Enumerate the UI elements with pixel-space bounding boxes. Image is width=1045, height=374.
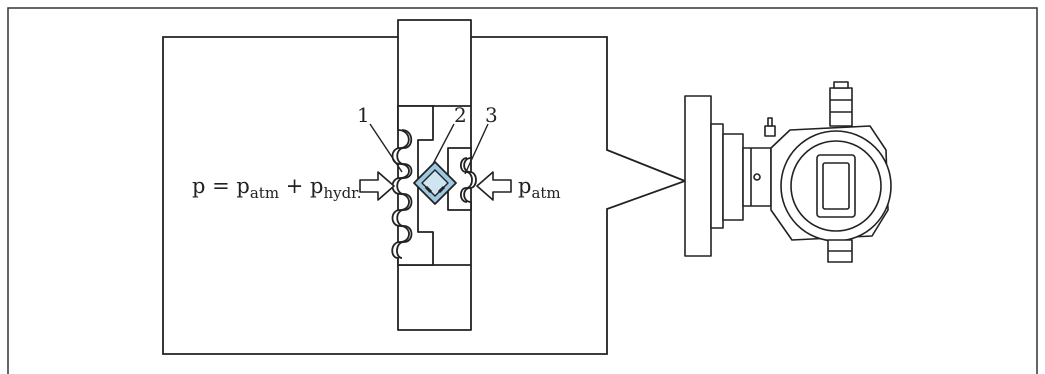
cable-gland <box>829 87 853 127</box>
right-pressure-label: patm <box>518 174 561 202</box>
callout-1: 1 <box>357 103 370 127</box>
right-diaphragm <box>447 147 477 211</box>
outer-frame <box>7 7 1038 374</box>
left-pressure-arrow <box>359 171 395 201</box>
callout-2: 2 <box>454 103 467 127</box>
sensor-cross-section <box>391 19 477 331</box>
left-pressure-label: p = patm + phydr. <box>192 174 361 202</box>
callout-3: 3 <box>485 103 498 127</box>
pressure-transmitter <box>684 81 892 263</box>
callout-leaders <box>369 123 489 175</box>
transmitter-flange <box>684 95 712 257</box>
right-pressure-arrow <box>476 171 512 201</box>
